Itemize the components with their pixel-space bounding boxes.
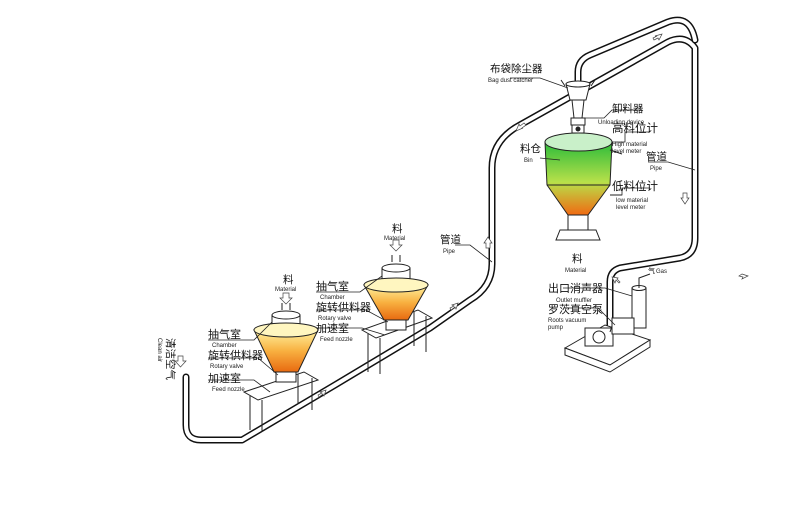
leader-lines: [208, 77, 696, 393]
label-pipe-mid-en: Pipe: [443, 249, 456, 255]
outlet-muffler: [631, 273, 651, 329]
label-bag-dust-catcher: 布袋除尘器: [490, 62, 543, 75]
label-chamber-2-en: Chamber: [320, 295, 345, 301]
flow-arrow-icon: [317, 389, 327, 398]
label-gas-en: Gas: [656, 269, 667, 275]
label-chamber-1: 抽气室: [208, 327, 241, 341]
label-feed-nozzle-1-en: Feed nozzle: [212, 387, 245, 393]
label-material-1: 料: [283, 273, 294, 286]
label-bin-en: Bin: [524, 158, 533, 164]
label-pipe-right-en: Pipe: [650, 166, 663, 172]
label-clean-air-en: Clean air: [156, 338, 162, 362]
flow-arrow-icon: [738, 273, 749, 280]
material-inlet-arrow-icon: [389, 239, 403, 252]
conveying-pipe: [182, 35, 699, 444]
label-material-2: 料: [392, 222, 403, 235]
label-material-1-en: Material: [275, 287, 296, 293]
label-unloading-device-en: Unloading device: [598, 120, 645, 126]
label-feed-nozzle-2-en: Feed nozzle: [320, 337, 353, 343]
label-rotary-valve-1: 旋转供料器: [208, 348, 263, 362]
label-low-level-meter-en-2: level meter: [616, 205, 645, 211]
label-material-bin-outlet: 料: [572, 252, 583, 265]
flow-arrow-icon: [483, 236, 493, 249]
flow-arrow-icon: [515, 122, 527, 132]
clean-air-arrow-icon: [174, 355, 187, 368]
label-unloading-device: 卸料器: [612, 102, 644, 115]
material-inlet-arrow-icon: [279, 292, 293, 305]
labels: 布袋除尘器 Bag dust catcher 卸料器 Unloading dev…: [156, 62, 667, 393]
label-bag-dust-catcher-en: Bag dust catcher: [488, 78, 533, 84]
flow-arrow-icon: [652, 33, 663, 41]
material-bin: [544, 132, 623, 241]
label-outlet-muffler-en: Outlet muffler: [556, 298, 592, 304]
label-outlet-muffler: 出口消声器: [548, 281, 603, 295]
label-rotary-valve-2: 旋转供料器: [316, 300, 371, 314]
label-material-2-en: Material: [384, 236, 405, 242]
label-high-level-meter-en-1: High material: [612, 142, 647, 148]
feeder-unit-2: [360, 239, 434, 374]
label-bin: 料仓: [520, 142, 541, 155]
label-high-level-meter: 高料位计: [612, 121, 658, 135]
flow-arrow-icon: [611, 276, 621, 284]
label-pipe-right: 管道: [646, 150, 667, 163]
label-pipe-mid: 管道: [440, 233, 461, 246]
vent-pipe: [574, 16, 699, 86]
label-low-level-meter-en-1: low material: [616, 198, 648, 204]
flow-arrows: [317, 33, 749, 398]
label-clean-air: 清洁空气: [164, 338, 177, 380]
feeder-unit-1: [242, 292, 320, 432]
label-feed-nozzle-1: 加速室: [208, 371, 241, 385]
bag-dust-catcher: [560, 79, 596, 126]
unloading-device: [571, 124, 585, 134]
flow-arrow-icon: [449, 302, 459, 311]
label-roots-pump: 罗茨真空泵: [548, 302, 603, 316]
label-rotary-valve-2-en: Rotary valve: [318, 316, 352, 322]
label-gas: 气: [648, 266, 655, 275]
label-material-bin-outlet-en: Material: [565, 268, 586, 274]
label-roots-pump-en-2: pump: [548, 325, 564, 331]
roots-vacuum-pump: [563, 317, 652, 373]
flow-arrow-icon: [680, 192, 690, 205]
label-chamber-2: 抽气室: [316, 279, 349, 293]
label-high-level-meter-en-2: level meter: [612, 149, 641, 155]
label-rotary-valve-1-en: Rotary valve: [210, 364, 244, 370]
label-feed-nozzle-2: 加速室: [316, 321, 349, 335]
label-chamber-1-en: Chamber: [212, 343, 237, 349]
label-low-level-meter: 低料位计: [612, 179, 658, 193]
label-roots-pump-en-1: Roots vacuum: [548, 318, 586, 324]
